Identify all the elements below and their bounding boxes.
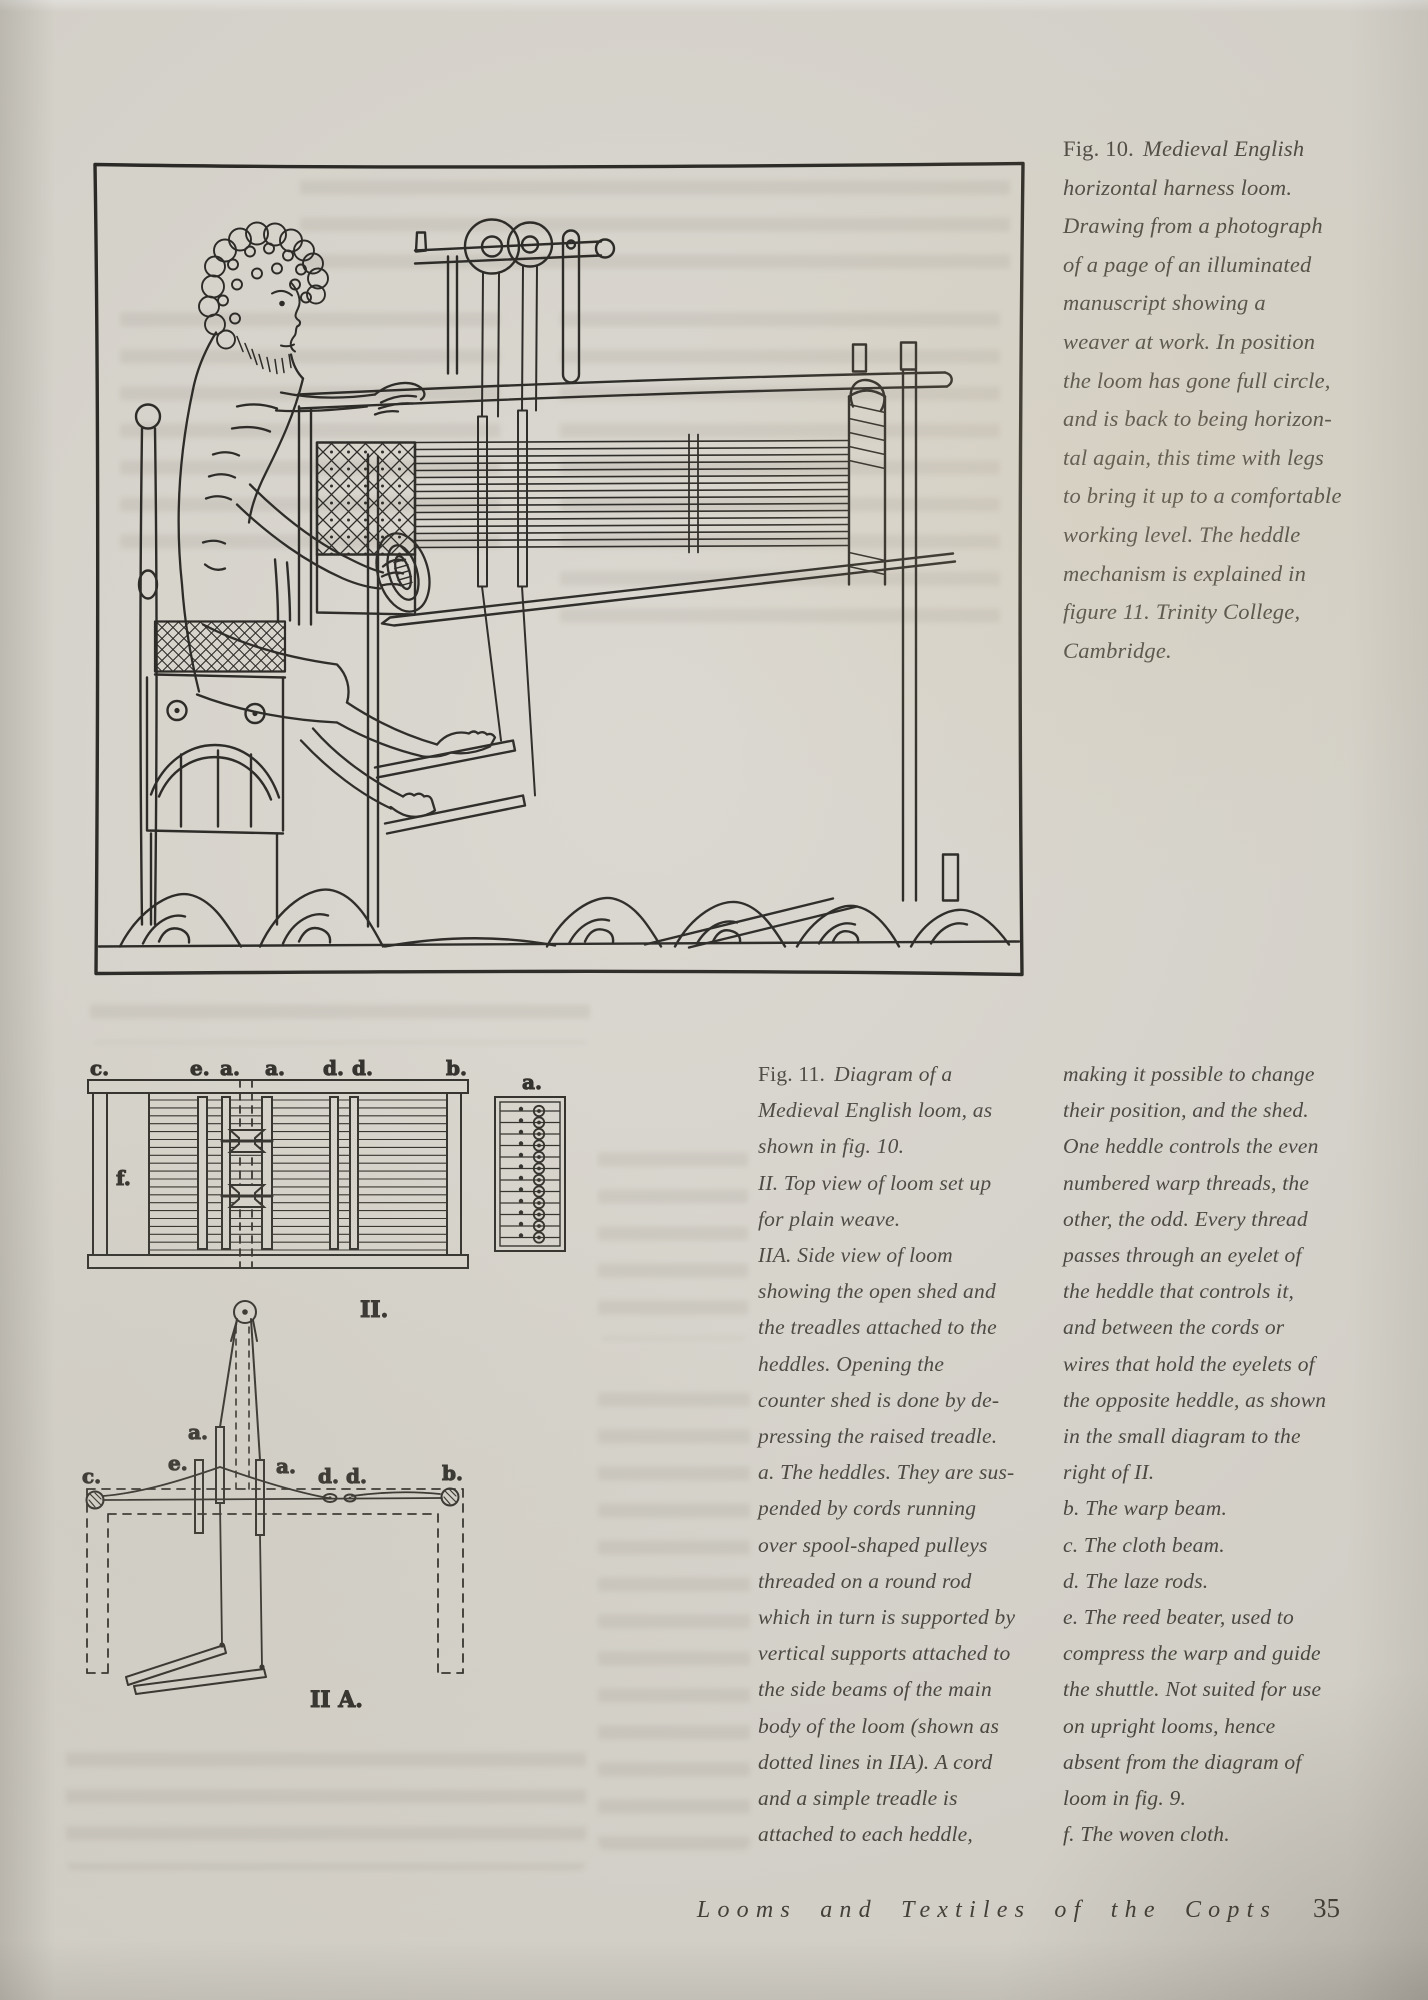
warp-beam: [847, 389, 887, 586]
weaver-figure: [177, 221, 497, 818]
label-heddle-1: a.: [220, 1056, 240, 1080]
heddle-bar-1: [215, 1426, 225, 1504]
spool-pulley-1: [220, 1129, 274, 1153]
bleed-through-text: [90, 992, 590, 1044]
running-title: Looms and Textiles of the Copts: [696, 1897, 1277, 1923]
main-beam: [296, 341, 953, 412]
label-heddle-2: a.: [265, 1056, 285, 1080]
label-heddle-1: a.: [188, 1420, 208, 1444]
heddle-dashed-lines: [239, 1079, 253, 1269]
label-warp-beam: b.: [446, 1056, 467, 1080]
label-cloth-beam: c.: [90, 1056, 109, 1080]
label-laze-rod-1: d.: [318, 1464, 339, 1488]
label-laze-rod-2: d.: [352, 1056, 373, 1080]
pulley-post-dashed: [235, 1326, 250, 1490]
loom-body-dashed: [86, 1488, 464, 1674]
heddle-bar-1: [221, 1096, 231, 1250]
woven-cloth-area: [106, 1092, 150, 1256]
heddle-cords: [477, 264, 538, 588]
cloth-beam-post: [297, 405, 313, 626]
cloth-beam: [92, 1092, 108, 1256]
ground-waves: [97, 888, 1021, 949]
fig10-label: Fig. 10.: [1063, 136, 1134, 161]
loom-right-foot: [941, 853, 960, 902]
heddle-bar-2: [261, 1096, 273, 1250]
fig11-caption-text-2: making it possible to change their posit…: [1063, 1062, 1327, 1847]
label-reed-beater: e.: [168, 1451, 188, 1475]
woven-cloth: [315, 441, 417, 616]
label-laze-rod-1: d.: [323, 1056, 344, 1080]
suspension-cords: [219, 1318, 261, 1461]
label-laze-rod-2: d.: [346, 1464, 367, 1488]
pulley-beam: [413, 229, 616, 384]
spool-pulley-2: [220, 1184, 274, 1208]
label-cloth-beam: c.: [82, 1464, 101, 1488]
page-number: 35: [1313, 1893, 1340, 1923]
weaver-face: [236, 281, 302, 375]
treadle-cords: [219, 1502, 263, 1668]
diagram-IIA-side-view: a. e. c. a. d. d. b. II A.: [82, 1300, 464, 1714]
warp-lines: [102, 1466, 443, 1501]
loom-structure: [296, 218, 960, 928]
bottom-side-beam: [87, 1254, 469, 1269]
bleed-through-text: [598, 1140, 748, 1340]
weaver-legs: [195, 623, 497, 818]
fig10-caption: Fig. 10.Medieval English horizontal harn…: [1063, 130, 1393, 670]
label-warp-beam: b.: [442, 1461, 463, 1485]
fig11-caption-column-2: making it possible to change their posit…: [1063, 1056, 1393, 1852]
label-heddle-inset: a.: [522, 1070, 542, 1094]
warp-threads: [414, 439, 850, 549]
heddle-bar-2: [255, 1459, 265, 1536]
label-reed-beater: e.: [190, 1056, 210, 1080]
weaver-right-arm: [274, 381, 426, 416]
treadles: [125, 1644, 267, 1695]
fig11-caption-text-1: Diagram of a Medieval English loom, as s…: [758, 1062, 1016, 1847]
bleed-through-text: [66, 1740, 586, 1870]
cloth-beam: [85, 1490, 105, 1510]
pulleys: [463, 218, 554, 275]
fig10-illustration: [93, 161, 1025, 977]
beater-stick: [380, 552, 957, 627]
weaver-chair: [134, 403, 292, 926]
bleed-through-text: [598, 1380, 750, 1850]
eyelets: [532, 1104, 546, 1244]
loom-rear-leg: [901, 369, 918, 902]
warp-beam: [446, 1092, 462, 1256]
reed-beater-bar: [194, 1459, 204, 1534]
warp-threads: [148, 1099, 448, 1251]
reed-beater-bar: [197, 1096, 208, 1250]
fig10-caption-text: Medieval English horizontal harness loom…: [1063, 136, 1342, 663]
diagram-II-top-view: c. e. a. a. d. d. b. f. a. II.: [87, 1056, 566, 1324]
diagram-IIA-title: II A.: [310, 1687, 363, 1713]
laze-rods: [688, 433, 699, 554]
laze-rod-1: [329, 1096, 339, 1250]
page-footer: Looms and Textiles of the Copts 35: [430, 1893, 1340, 1924]
weaver-torso: [177, 331, 305, 693]
fig11-caption-column-1: Fig. 11.Diagram of a Medieval English lo…: [758, 1056, 1058, 1852]
heddle-eyelet-inset: [494, 1096, 566, 1252]
laze-rods: [322, 1493, 357, 1503]
shuttle: [375, 532, 431, 613]
weaver-beard: [236, 335, 292, 375]
laze-rod-2: [349, 1096, 359, 1250]
weaver-hair: [198, 221, 329, 350]
top-side-beam: [87, 1079, 469, 1094]
label-woven-cloth: f.: [116, 1166, 131, 1190]
cord-dots: [518, 1106, 524, 1238]
fig11-label: Fig. 11.: [758, 1062, 826, 1086]
treadles: [373, 585, 536, 835]
fig10-frame: [93, 161, 1025, 977]
label-heddle-2: a.: [276, 1454, 296, 1478]
diagram-II-title: II.: [360, 1297, 388, 1323]
warp-beam: [440, 1487, 460, 1507]
